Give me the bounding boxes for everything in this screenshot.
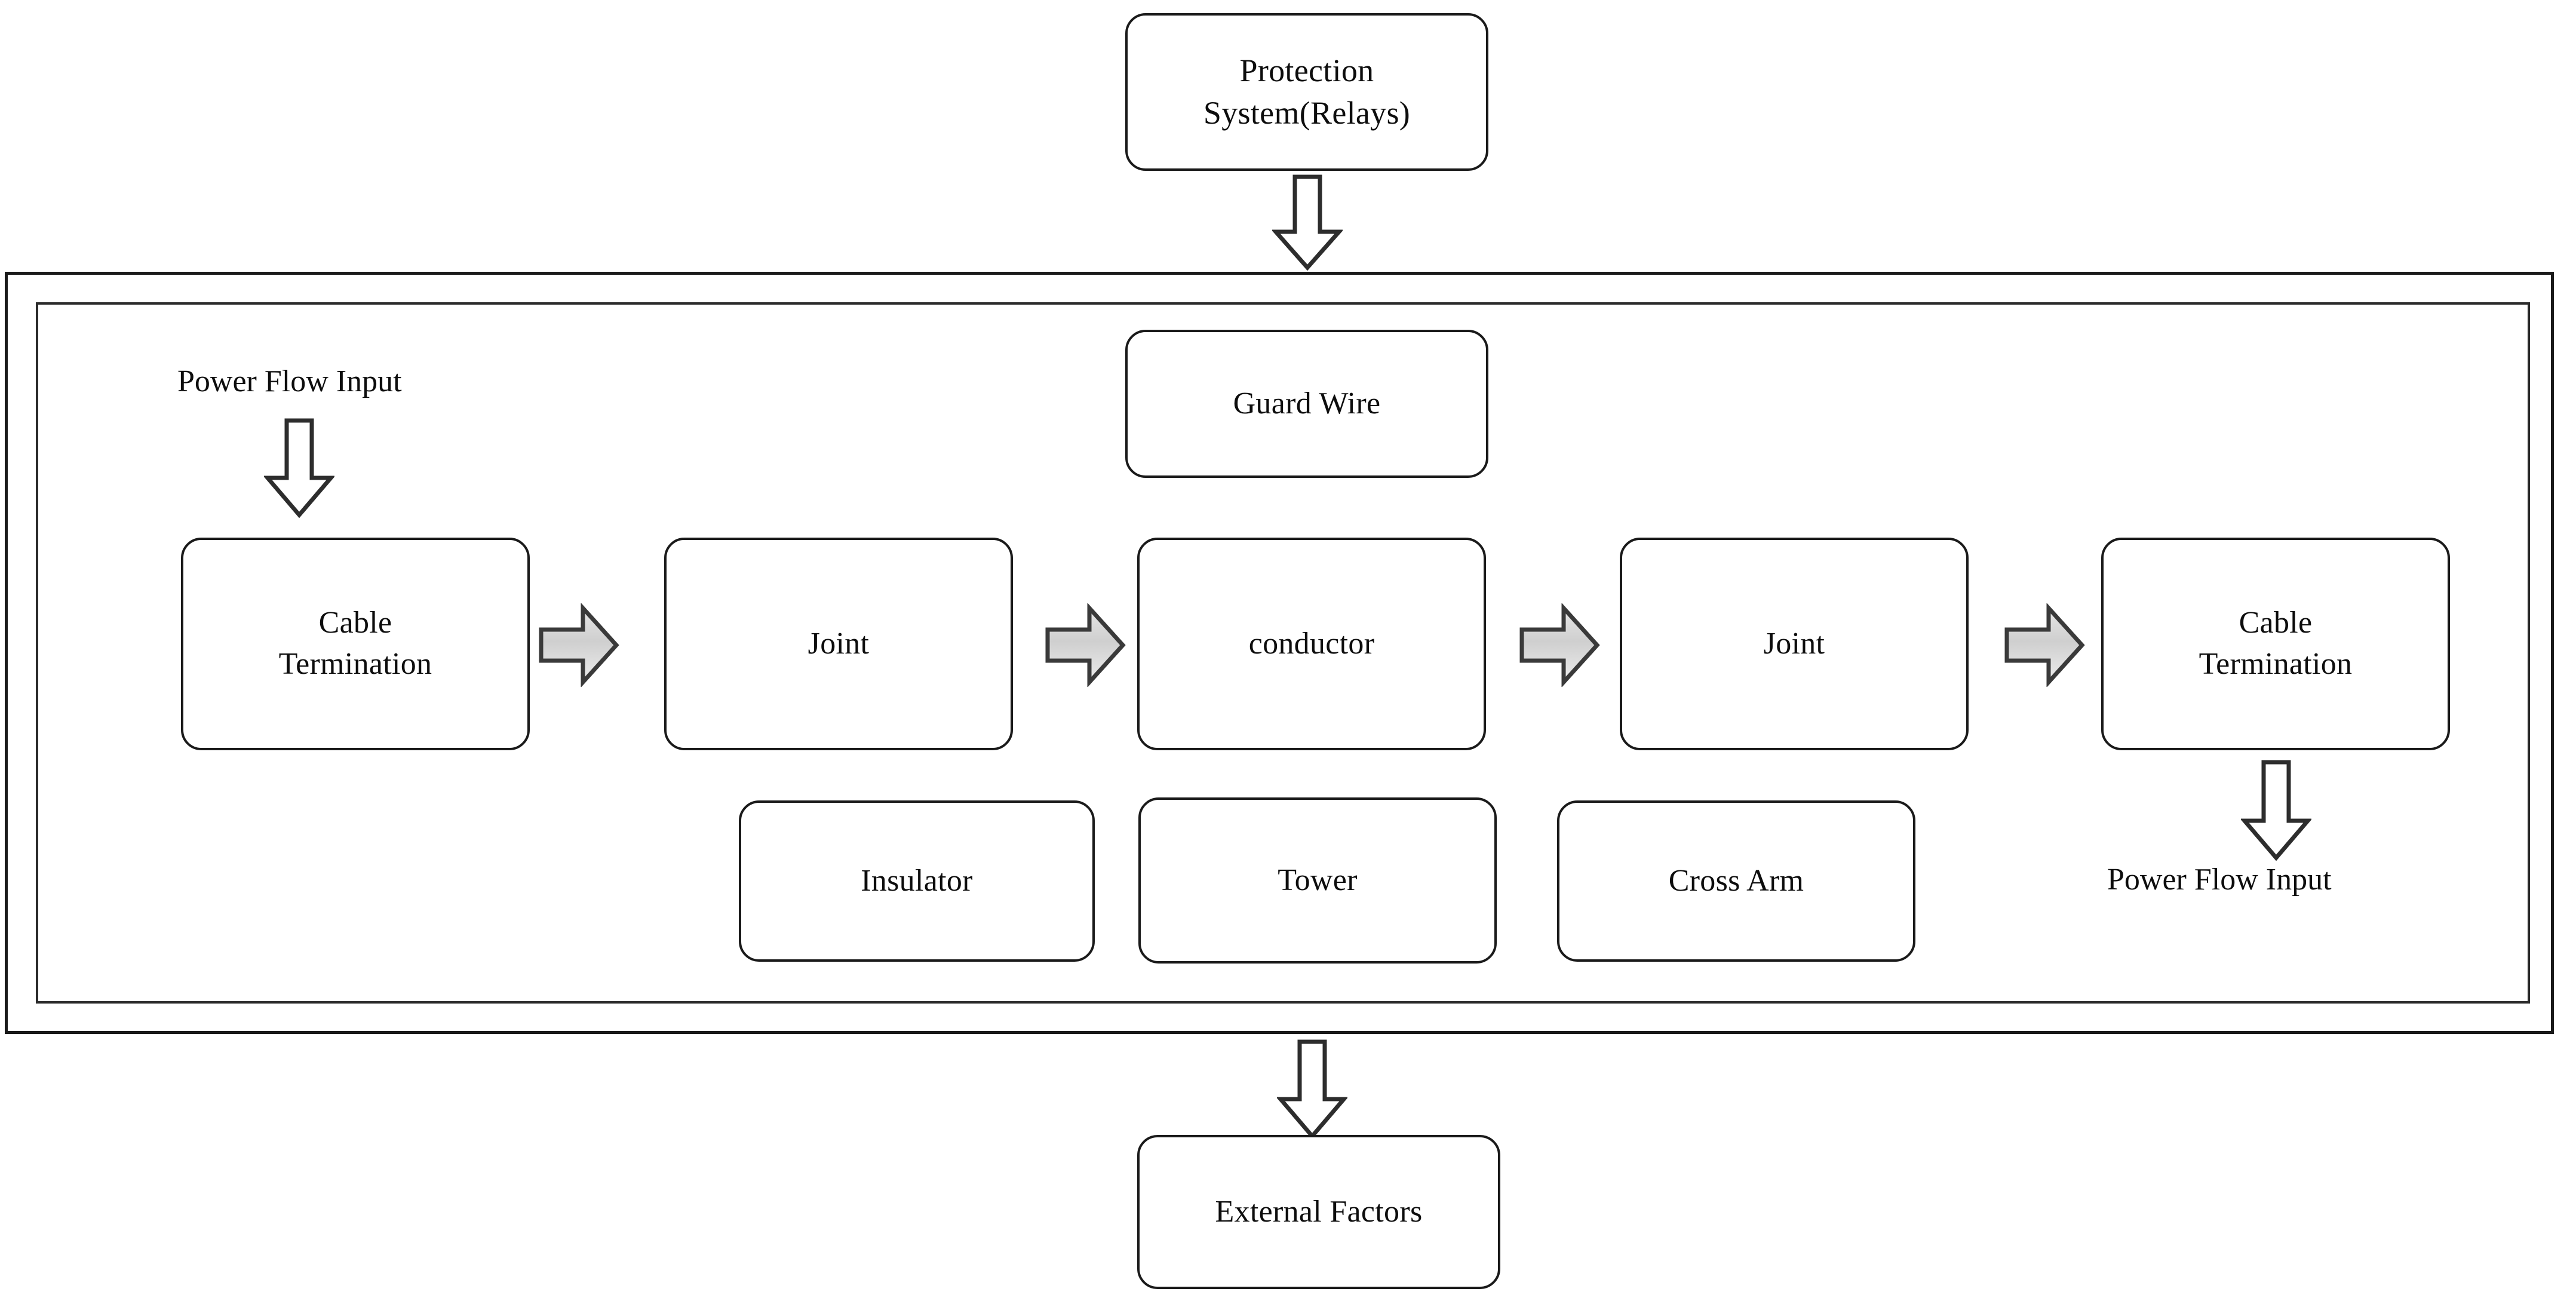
- node-conductor[interactable]: conductor: [1137, 538, 1486, 750]
- node-joint-left[interactable]: Joint: [664, 538, 1013, 750]
- node-guard-wire[interactable]: Guard Wire: [1125, 330, 1488, 478]
- node-cable-termination-right[interactable]: Cable Termination: [2101, 538, 2450, 750]
- node-tower[interactable]: Tower: [1138, 797, 1497, 964]
- label-power-flow-input-right: Power Flow Input: [2107, 863, 2332, 897]
- arrow-input-to-cable-termination: [264, 418, 334, 518]
- system-boundary-inner: [36, 302, 2530, 1004]
- arrow-protection-to-frame: [1272, 174, 1343, 271]
- node-cross-arm[interactable]: Cross Arm: [1557, 800, 1915, 962]
- label-power-flow-input-left: Power Flow Input: [177, 364, 402, 398]
- arrow-frame-to-external-factors: [1277, 1039, 1347, 1140]
- node-cable-termination-left[interactable]: Cable Termination: [181, 538, 530, 750]
- system-boundary-outer: [5, 272, 2554, 1034]
- arrow-chain-1: [536, 603, 620, 687]
- node-joint-right[interactable]: Joint: [1620, 538, 1969, 750]
- node-protection-system[interactable]: Protection System(Relays): [1125, 13, 1488, 171]
- arrow-chain-4: [2002, 603, 2086, 687]
- arrow-chain-3: [1517, 603, 1601, 687]
- arrow-chain-2: [1043, 603, 1126, 687]
- node-insulator[interactable]: Insulator: [739, 800, 1095, 962]
- arrow-cable-termination-to-output: [2241, 760, 2311, 861]
- node-external-factors[interactable]: External Factors: [1137, 1135, 1500, 1289]
